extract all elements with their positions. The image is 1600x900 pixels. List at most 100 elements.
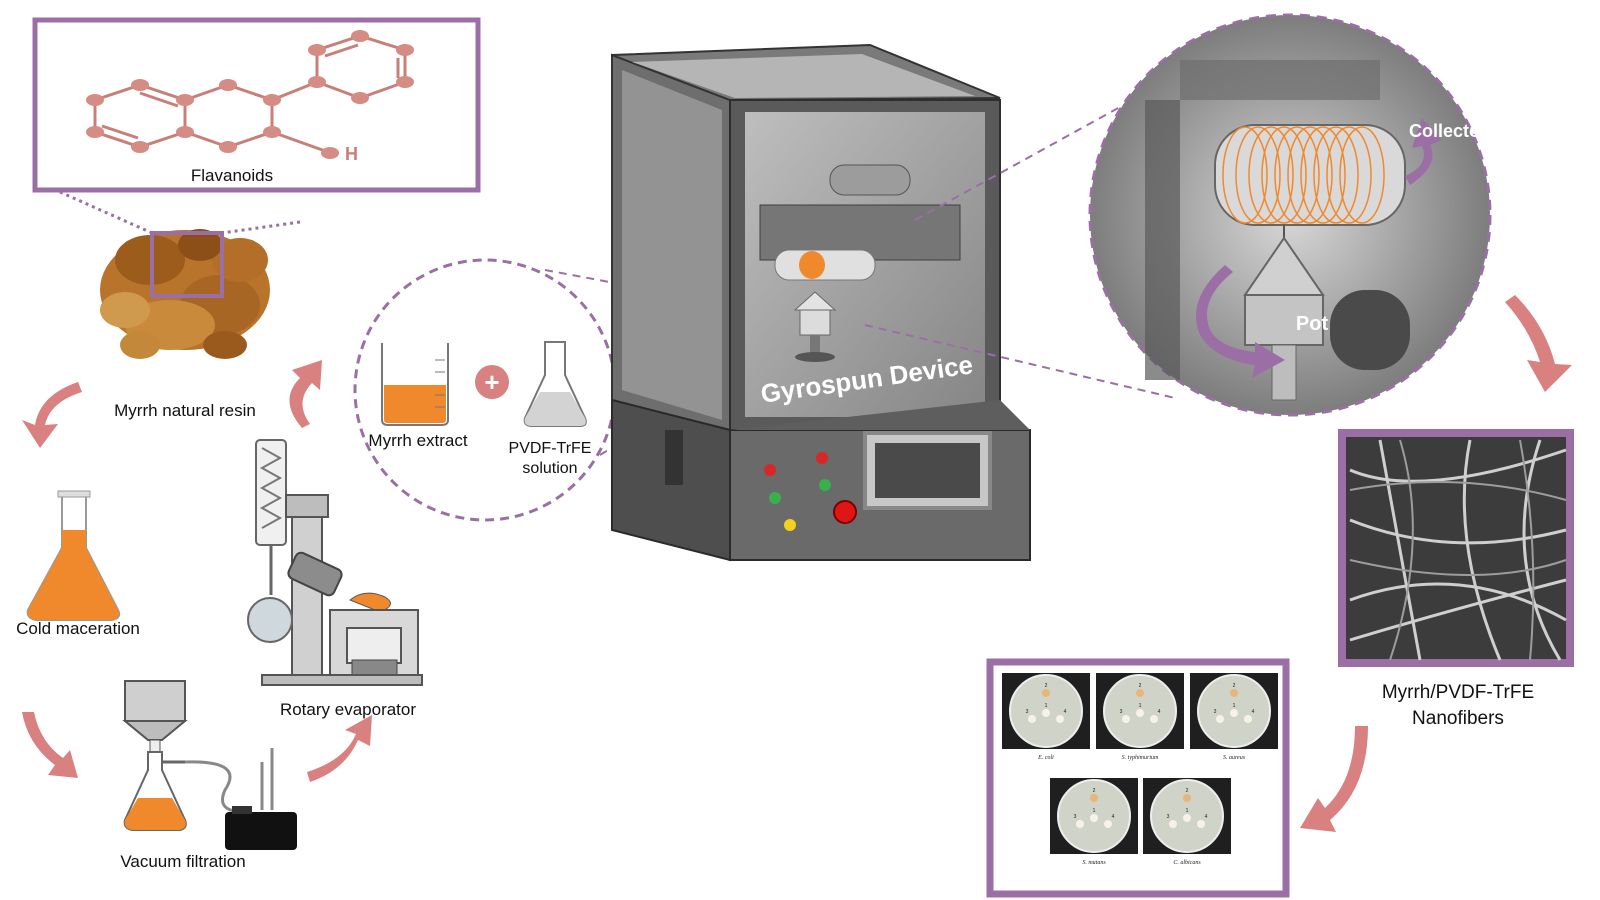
antibiotic-disc	[1090, 794, 1098, 802]
disc-number: 4	[1112, 814, 1115, 820]
antibiotic-disc	[1230, 709, 1238, 717]
collector-zoom-circle: Collector Pot	[1088, 13, 1492, 417]
arrow-vacuum-to-rotary	[307, 715, 372, 782]
organism-label: S. aureus	[1223, 755, 1246, 761]
vacuum-filtration-label: Vacuum filtration	[120, 852, 245, 871]
antibiotic-disc	[1197, 820, 1205, 828]
disc-number: 3	[1026, 709, 1029, 715]
disc-number: 2	[1093, 788, 1096, 794]
indicator-green-2	[819, 479, 831, 491]
organism-label: C. albicans	[1173, 860, 1201, 866]
disc-number: 2	[1139, 683, 1142, 689]
flavanoids-box: H Flavanoids	[32, 17, 481, 193]
vacuum-filtration-apparatus	[122, 680, 297, 850]
antibacterial-plates-panel: 1 2 3 4 E. coli 1 2 3 4 S. typhimurium 1 2 3 4 S. aure…	[986, 658, 1290, 898]
hydrogen-label: H	[345, 144, 358, 164]
receiving-flask	[247, 597, 293, 643]
disc-number: 1	[1139, 703, 1142, 709]
plus-text: +	[484, 367, 499, 397]
antibiotic-disc	[1169, 820, 1177, 828]
antibiotic-disc	[1090, 814, 1098, 822]
pot-body	[1244, 294, 1324, 346]
disc-number: 2	[1233, 683, 1236, 689]
antibiotic-disc	[1076, 820, 1084, 828]
nanofibers-sem-image	[1338, 429, 1574, 667]
disc-number: 4	[1158, 709, 1161, 715]
solutions-circle: + Myrrh extract PVDF-TrFE solution	[353, 258, 617, 522]
zoom-line	[59, 190, 153, 235]
disc-number: 4	[1252, 709, 1255, 715]
disc-number: 1	[1045, 703, 1048, 709]
indicator-yellow	[784, 519, 796, 531]
antibiotic-disc	[1183, 794, 1191, 802]
disc-number: 1	[1093, 808, 1096, 814]
disc-number: 1	[1186, 808, 1189, 814]
disc-number: 4	[1064, 709, 1067, 715]
petri-plate: 1 2 3 4 E. coli	[1002, 673, 1090, 761]
collector-label: Collector	[1409, 121, 1487, 141]
resin-zoom-square	[150, 231, 224, 298]
indicator-red-1	[764, 464, 776, 476]
connector-line	[864, 324, 1176, 399]
disc-number: 3	[1167, 814, 1170, 820]
rotary-evaporator-label: Rotary evaporator	[280, 700, 416, 719]
myrrh-resin-label: Myrrh natural resin	[114, 401, 256, 420]
atom-dots	[86, 30, 414, 159]
collector-fiber-coils	[1222, 126, 1385, 224]
cold-maceration-label: Cold maceration	[16, 619, 140, 638]
zoom-line	[221, 220, 301, 235]
organism-label: S. mutans	[1082, 860, 1106, 866]
gyrospun-device: Gyrospun Device	[611, 43, 1031, 562]
arrow-resin-to-maceration	[22, 382, 82, 448]
flask-pvdf-solution	[523, 341, 587, 427]
disc-number: 4	[1205, 814, 1208, 820]
arrow-collector-to-nanofibers	[1505, 295, 1572, 392]
antibiotic-disc	[1136, 709, 1144, 717]
disc-number: 3	[1120, 709, 1123, 715]
antibiotic-disc	[1042, 709, 1050, 717]
antibiotic-disc	[1183, 814, 1191, 822]
organism-label: S. typhimurium	[1122, 755, 1159, 761]
arrow-maceration-to-vacuum	[22, 712, 78, 778]
myrrh-resin-image	[100, 229, 270, 359]
rotation-arrow-collector	[1405, 118, 1442, 185]
myrrh-extract-label: Myrrh extract	[368, 431, 467, 450]
organism-label: E. coli	[1037, 755, 1054, 761]
antibiotic-disc	[1028, 715, 1036, 723]
connector-line	[914, 84, 1161, 221]
rotary-evaporator-apparatus	[247, 439, 423, 686]
antibiotic-disc	[1230, 689, 1238, 697]
pot-label: Pot	[1296, 313, 1329, 335]
rotation-arrow-pot	[1195, 265, 1285, 378]
disc-number: 2	[1045, 683, 1048, 689]
antibiotic-disc	[1056, 715, 1064, 723]
disc-number: 3	[1074, 814, 1077, 820]
device-collector-fibers	[799, 251, 825, 279]
antibiotic-disc	[1244, 715, 1252, 723]
pvdf-solution-label-line1: PVDF-TrFE	[509, 440, 592, 457]
nanofibers-label-line1: Myrrh/PVDF-TrFE	[1382, 682, 1534, 703]
cold-maceration-flask	[26, 490, 121, 621]
collector-drum	[1214, 124, 1406, 226]
pvdf-solution-label-line2: solution	[522, 460, 577, 477]
antibiotic-disc	[1042, 689, 1050, 697]
emergency-stop-button	[833, 500, 857, 524]
beaker-myrrh-extract	[381, 343, 449, 426]
arrow-nanofibers-to-plates	[1300, 726, 1368, 832]
disc-number: 1	[1233, 703, 1236, 709]
antibiotic-disc	[1150, 715, 1158, 723]
disc-number: 3	[1214, 709, 1217, 715]
petri-plate: 1 2 3 4 S. mutans	[1050, 778, 1138, 866]
process-arrows	[22, 295, 1572, 832]
nanofibers-label-line2: Nanofibers	[1412, 708, 1504, 729]
flavanoids-label: Flavanoids	[191, 166, 273, 185]
indicator-red-2	[816, 452, 828, 464]
plus-sign	[475, 365, 509, 399]
petri-plate: 1 2 3 4 S. typhimurium	[1096, 673, 1184, 761]
antibiotic-disc	[1104, 820, 1112, 828]
petri-plate: 1 2 3 4 S. aureus	[1190, 673, 1278, 761]
antibiotic-disc	[1216, 715, 1224, 723]
arrow-rotary-to-extract	[289, 360, 322, 428]
